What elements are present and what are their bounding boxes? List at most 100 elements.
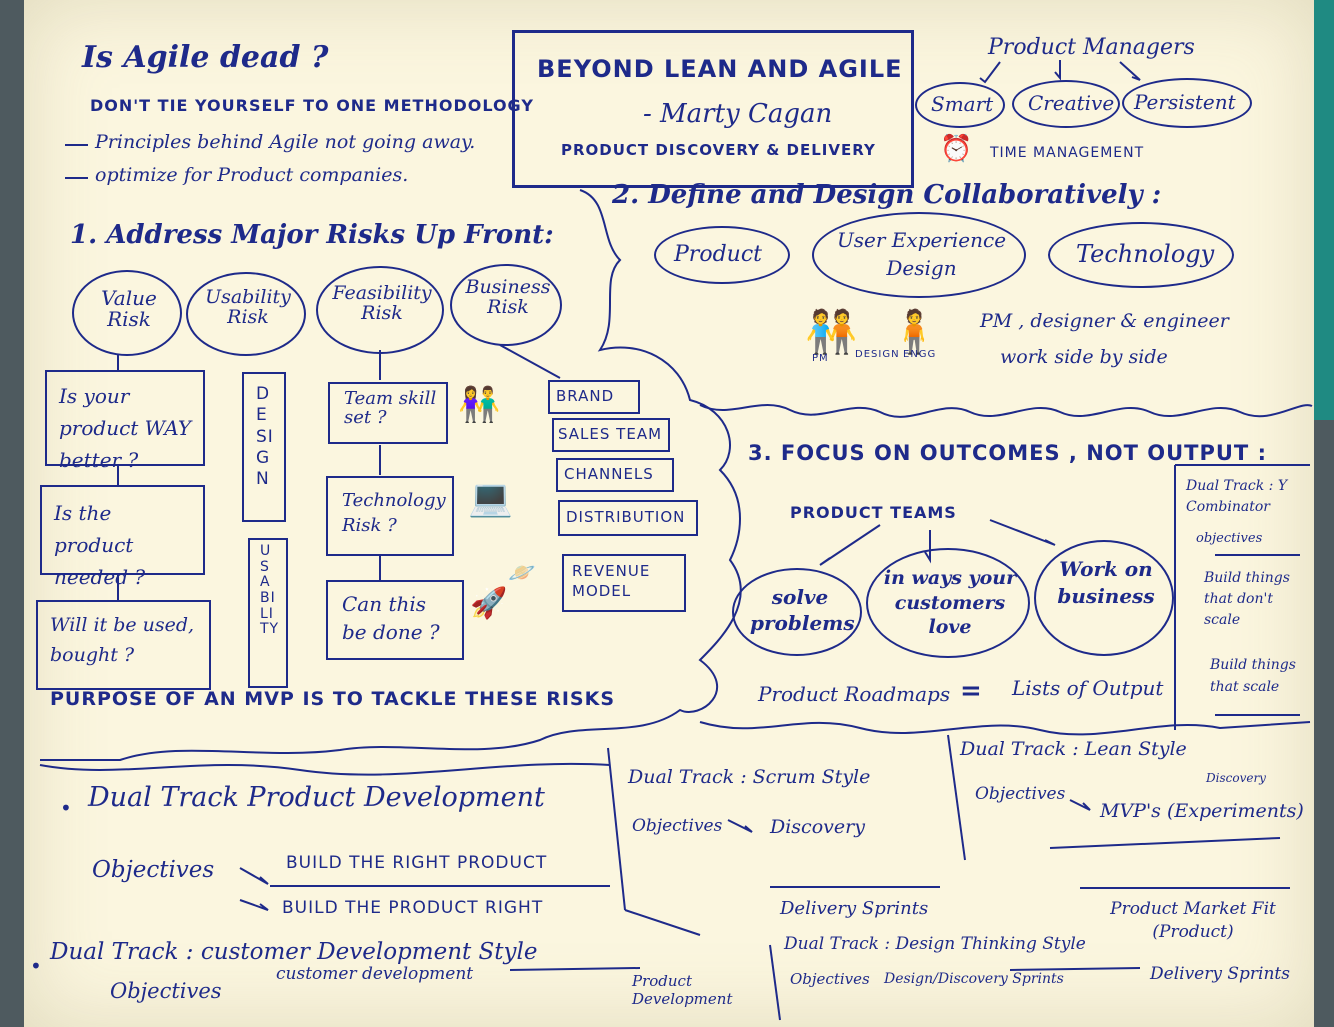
- people-label: ENGG: [903, 349, 937, 360]
- lean-objectives: Objectives: [975, 784, 1066, 804]
- time-management: TIME MANAGEMENT: [990, 145, 1145, 161]
- section2-heading: 2. Define and Design Collaboratively :: [612, 180, 1162, 210]
- intro-bullet-2: optimize for Product companies.: [95, 164, 409, 186]
- scrum-delivery: Delivery Sprints: [780, 898, 929, 919]
- roadmap-right: Lists of Output: [1012, 676, 1164, 700]
- bullet-dot: •: [30, 954, 42, 978]
- people-label: DESIGN: [855, 349, 900, 360]
- mvp-statement: PURPOSE OF AN MVP IS TO TACKLE THESE RIS…: [50, 688, 616, 710]
- connector-line: [499, 344, 561, 379]
- risk-label: Feasibility Risk: [332, 282, 432, 324]
- scrum-objectives: Objectives: [632, 816, 723, 836]
- section1-heading: 1. Address Major Risks Up Front:: [70, 220, 554, 250]
- design-thinking-objectives: Objectives: [790, 970, 870, 988]
- collab-label: User Experience Design: [836, 228, 1007, 280]
- design-thinking-delivery: Delivery Sprints: [1150, 964, 1290, 984]
- collab-bubble: Technology: [1048, 222, 1234, 288]
- title-subtitle: PRODUCT DISCOVERY & DELIVERY: [561, 141, 876, 159]
- design-column: DESIGN: [242, 372, 286, 522]
- timeline-line: [509, 967, 641, 971]
- design-thinking-sprints: Design/Discovery Sprints: [884, 971, 1064, 987]
- risk-bubble-feasibility: Feasibility Risk: [316, 266, 444, 354]
- arrow-line: [1069, 799, 1091, 811]
- team-people-icon: 👫: [458, 385, 501, 425]
- separator-line: [947, 734, 966, 861]
- title-box: BEYOND LEAN AND AGILE - Marty Cagan PROD…: [512, 30, 914, 188]
- section3-heading: 3. FOCUS ON OUTCOMES , NOT OUTPUT :: [748, 441, 1267, 465]
- arrow-line: [979, 61, 1001, 84]
- yc-build-1: Build things that don't scale: [1204, 570, 1290, 628]
- roadmap-left: Product Roadmaps: [758, 682, 951, 706]
- feasibility-question: Can this be done ?: [342, 592, 440, 644]
- feasibility-question: Team skill set ?: [344, 388, 437, 428]
- lean-title: Dual Track : Lean Style: [960, 738, 1187, 760]
- intro-question: Is Agile dead ?: [82, 40, 329, 75]
- track-build-product-right: BUILD THE PRODUCT RIGHT: [282, 898, 544, 918]
- wave-divider-section2: [699, 404, 1313, 418]
- laptop-icon: 💻: [468, 478, 513, 519]
- separator-line: [769, 944, 781, 1021]
- trait-label: Smart: [931, 92, 994, 116]
- rocket-icon: 🚀: [470, 586, 508, 621]
- business-item-box: DISTRIBUTION: [558, 500, 698, 536]
- person-icon: 🧍: [888, 307, 941, 356]
- business-item: DISTRIBUTION: [566, 508, 686, 526]
- yc-build-2: Build things that scale: [1210, 657, 1296, 696]
- risk-label: Usability Risk: [205, 286, 291, 328]
- paper-sheet: [24, 0, 1314, 1027]
- business-item: CHANNELS: [564, 465, 654, 483]
- author: - Marty Cagan: [643, 99, 833, 129]
- risk-bubble-value: Value Risk: [72, 270, 182, 356]
- business-item: SALES TEAM: [558, 425, 663, 443]
- risk-bubble-business: Business Risk: [450, 264, 562, 346]
- pm-title: Product Managers: [988, 35, 1195, 60]
- dual-track-title: Dual Track Product Development: [88, 782, 545, 813]
- risk-label: Value Risk: [101, 286, 157, 331]
- planet-icon: 🪐: [508, 561, 536, 586]
- main-title: BEYOND LEAN AND AGILE: [537, 55, 903, 83]
- track-build-right-product: BUILD THE RIGHT PRODUCT: [286, 853, 548, 873]
- value-question-box: Will it be used, bought ?: [36, 600, 211, 690]
- feasibility-question-box: Technology Risk ?: [326, 476, 454, 556]
- arrow-line: [727, 819, 753, 833]
- outcome-bubble: Work on business: [1034, 540, 1174, 656]
- wave-divider-bottom: [39, 762, 611, 776]
- arrow-line: [1054, 60, 1061, 81]
- feasibility-question-box: Can this be done ?: [326, 580, 464, 660]
- collab-label: Product: [674, 242, 762, 267]
- intro-bullet-1: Principles behind Agile not going away.: [95, 131, 476, 153]
- lean-mvps: MVP's (Experiments): [1100, 800, 1304, 822]
- timeline-line: [1049, 837, 1281, 849]
- collab-caption: PM , designer & engineer: [980, 310, 1229, 332]
- customer-title: Dual Track : customer Development Style: [50, 939, 538, 965]
- value-question-box: Is the product needed ?: [40, 485, 205, 589]
- feasibility-question: Technology Risk ?: [342, 490, 446, 537]
- alarm-clock-icon: ⏰: [940, 134, 973, 164]
- usability-column: USABILITY: [248, 538, 288, 688]
- value-question: Is your product WAY better ?: [59, 384, 192, 472]
- business-item: REVENUE MODEL: [572, 562, 651, 600]
- risk-bubble-usability: Usability Risk: [186, 272, 306, 356]
- arrow-line: [819, 524, 881, 566]
- business-item-box: CHANNELS: [556, 458, 674, 492]
- business-item-box: REVENUE MODEL: [562, 554, 686, 612]
- lean-fit: Product Market Fit (Product): [1110, 899, 1276, 942]
- arrow-line: [989, 519, 1056, 546]
- product-teams: PRODUCT TEAMS: [790, 503, 957, 522]
- value-question-box: Is your product WAY better ?: [45, 370, 205, 472]
- outcome-bubble: solve problems: [732, 568, 862, 656]
- value-question: Is the product needed ?: [54, 501, 146, 589]
- collab-caption: work side by side: [1000, 346, 1168, 368]
- arrow-line: [239, 867, 269, 885]
- scrum-discovery: Discovery: [770, 816, 865, 838]
- timeline-line: [1009, 967, 1141, 971]
- bullet-dot: •: [60, 796, 72, 820]
- yc-title: Dual Track : Y Combinator: [1186, 478, 1288, 515]
- trait-bubble: Creative: [1012, 80, 1120, 128]
- wave-divider-section3: [699, 721, 1311, 736]
- dual-track-objectives: Objectives: [92, 857, 215, 883]
- usability-label: USABILITY: [260, 543, 280, 638]
- customer-dev: customer development: [276, 964, 474, 984]
